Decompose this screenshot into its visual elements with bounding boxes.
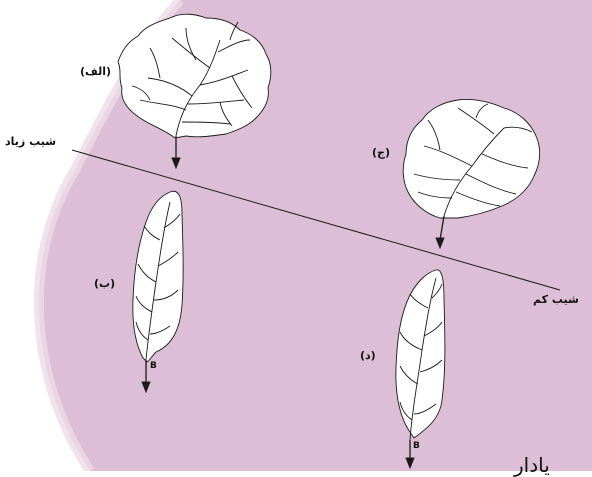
steep-slope-label: شیب زیاد: [5, 136, 56, 147]
gentle-slope-label: شیب کم: [533, 294, 579, 305]
basin-be-label: (ب): [94, 278, 115, 289]
basin-alef-label: (الف): [80, 66, 111, 77]
basin-che-label: (ج): [372, 147, 390, 158]
basin-be-outlet-letter: B: [150, 362, 157, 371]
basin-dal-outlet-letter: B: [413, 442, 420, 451]
cut-off-caption: یادار: [514, 455, 550, 475]
basin-dal-label: (د): [360, 350, 376, 361]
